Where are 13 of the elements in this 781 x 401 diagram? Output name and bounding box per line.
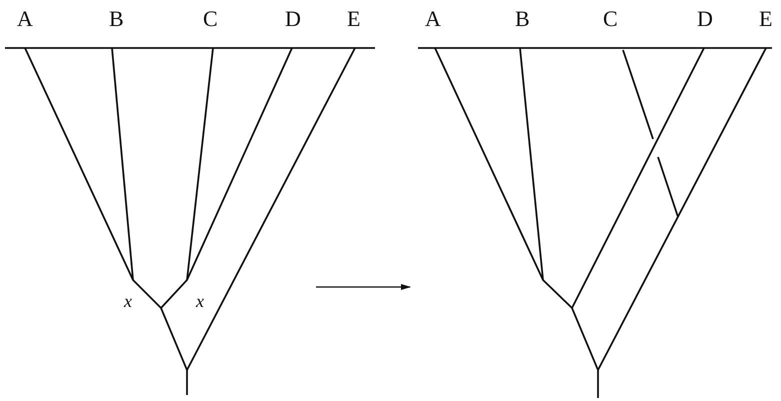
taxon-label: D [285,7,301,31]
taxon-label: E [347,7,360,31]
taxon-label: E [759,7,772,31]
taxon-label: C [603,7,618,31]
node-label: x [124,290,132,313]
taxon-label: A [17,7,33,31]
taxon-label: C [203,7,218,31]
taxon-label: D [697,7,713,31]
arrow [316,284,411,290]
node-label: x [196,290,204,313]
taxon-label: A [425,7,441,31]
taxon-label: B [515,7,530,31]
taxon-label: B [109,7,124,31]
